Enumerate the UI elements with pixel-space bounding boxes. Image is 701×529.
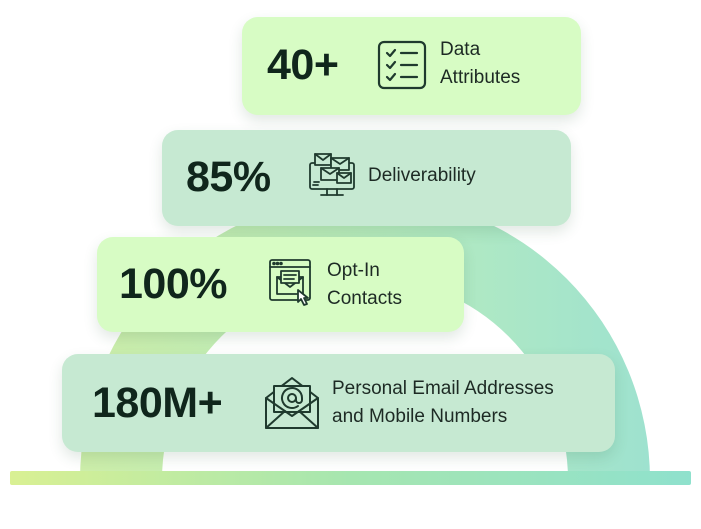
monitor-mail-icon bbox=[307, 150, 357, 200]
stat-label-line: Data bbox=[440, 39, 481, 60]
email-envelope-icon bbox=[263, 374, 321, 432]
checklist-icon bbox=[376, 39, 428, 91]
opt-in-mail-icon bbox=[268, 258, 316, 310]
stat-label-line: and Mobile Numbers bbox=[332, 406, 508, 427]
stat-label-line: Deliverability bbox=[368, 165, 476, 186]
stat-card-deliverability: 85% Deliverability bbox=[162, 130, 571, 226]
stat-label-line: Opt-In bbox=[327, 260, 380, 281]
stat-value: 100% bbox=[119, 260, 227, 308]
stat-label: Opt-In Contacts bbox=[327, 257, 402, 313]
stat-label-line: Personal Email Addresses bbox=[332, 378, 554, 399]
stat-label: Data Attributes bbox=[440, 36, 520, 92]
stat-card-data-attributes: 40+ Data Attributes bbox=[242, 17, 581, 115]
stat-label: Personal Email Addresses and Mobile Numb… bbox=[332, 375, 554, 431]
stat-label-line: Attributes bbox=[440, 67, 521, 88]
stat-value: 40+ bbox=[267, 41, 339, 89]
stat-label-line: Contacts bbox=[327, 288, 402, 309]
stat-value: 85% bbox=[186, 153, 271, 201]
stat-card-opt-in-contacts: 100% Opt-In Contacts bbox=[97, 237, 464, 332]
base-gradient-bar bbox=[10, 471, 691, 485]
stat-card-personal-emails: 180M+ Personal Email Addresses and Mobil… bbox=[62, 354, 615, 452]
stat-value: 180M+ bbox=[92, 379, 223, 427]
stat-label: Deliverability bbox=[368, 162, 476, 190]
